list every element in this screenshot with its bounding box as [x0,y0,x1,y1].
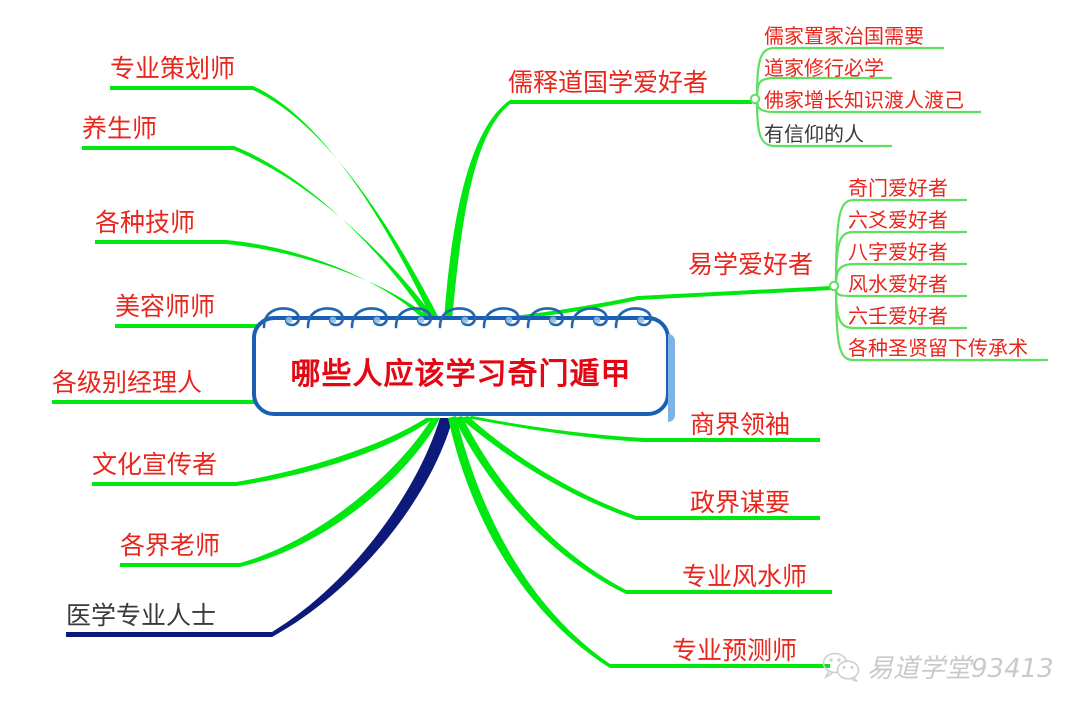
node-label-left-0[interactable]: 专业策划师 [110,54,236,83]
node-label-right-5[interactable]: 专业预测师 [672,636,798,665]
subnode-label-1-0[interactable]: 奇门爱好者 [848,176,948,200]
wechat-icon [822,652,860,682]
node-label-left-6[interactable]: 各界老师 [120,531,221,560]
watermark-text: 易道学堂93413 [867,654,1054,684]
subnode-label-0-0[interactable]: 儒家置家治国需要 [764,24,924,48]
subnode-label-0-2[interactable]: 佛家增长知识渡人渡己 [764,88,964,112]
node-label-left-4[interactable]: 各级别经理人 [52,368,203,397]
node-label-right-3[interactable]: 政界谋要 [690,488,791,517]
node-label-left-2[interactable]: 各种技师 [95,208,196,237]
node-label-left-1[interactable]: 养生师 [82,114,158,143]
branch-line-left-0 [110,86,440,320]
node-label-left-7[interactable]: 医学专业人士 [66,601,217,630]
subnode-label-1-2[interactable]: 八字爱好者 [848,240,948,264]
branch-line-right-5 [448,416,830,668]
node-label-right-4[interactable]: 专业风水师 [682,562,808,591]
central-node-title: 哪些人应该学习奇门遁甲 [290,357,632,392]
branch-line-right-0 [444,100,752,320]
node-label-right-0[interactable]: 儒释道国学爱好者 [508,68,709,97]
subnode-label-1-4[interactable]: 六壬爱好者 [848,304,948,328]
node-label-left-3[interactable]: 美容师师 [115,292,216,321]
central-node[interactable]: 哪些人应该学习奇门遁甲 [252,316,675,422]
subnode-label-1-1[interactable]: 六爻爱好者 [848,208,948,232]
subnode-label-0-1[interactable]: 道家修行必学 [764,56,884,80]
subnode-label-1-3[interactable]: 风水爱好者 [848,272,948,296]
node-label-left-5[interactable]: 文化宣传者 [92,450,218,479]
watermark: 易道学堂93413 [822,648,1054,685]
node-label-right-1[interactable]: 易学爱好者 [688,250,814,279]
subnode-label-1-5[interactable]: 各种圣贤留下传承术 [848,336,1028,360]
node-label-right-2[interactable]: 商界领袖 [690,410,791,439]
subnode-label-0-3[interactable]: 有信仰的人 [764,122,864,146]
